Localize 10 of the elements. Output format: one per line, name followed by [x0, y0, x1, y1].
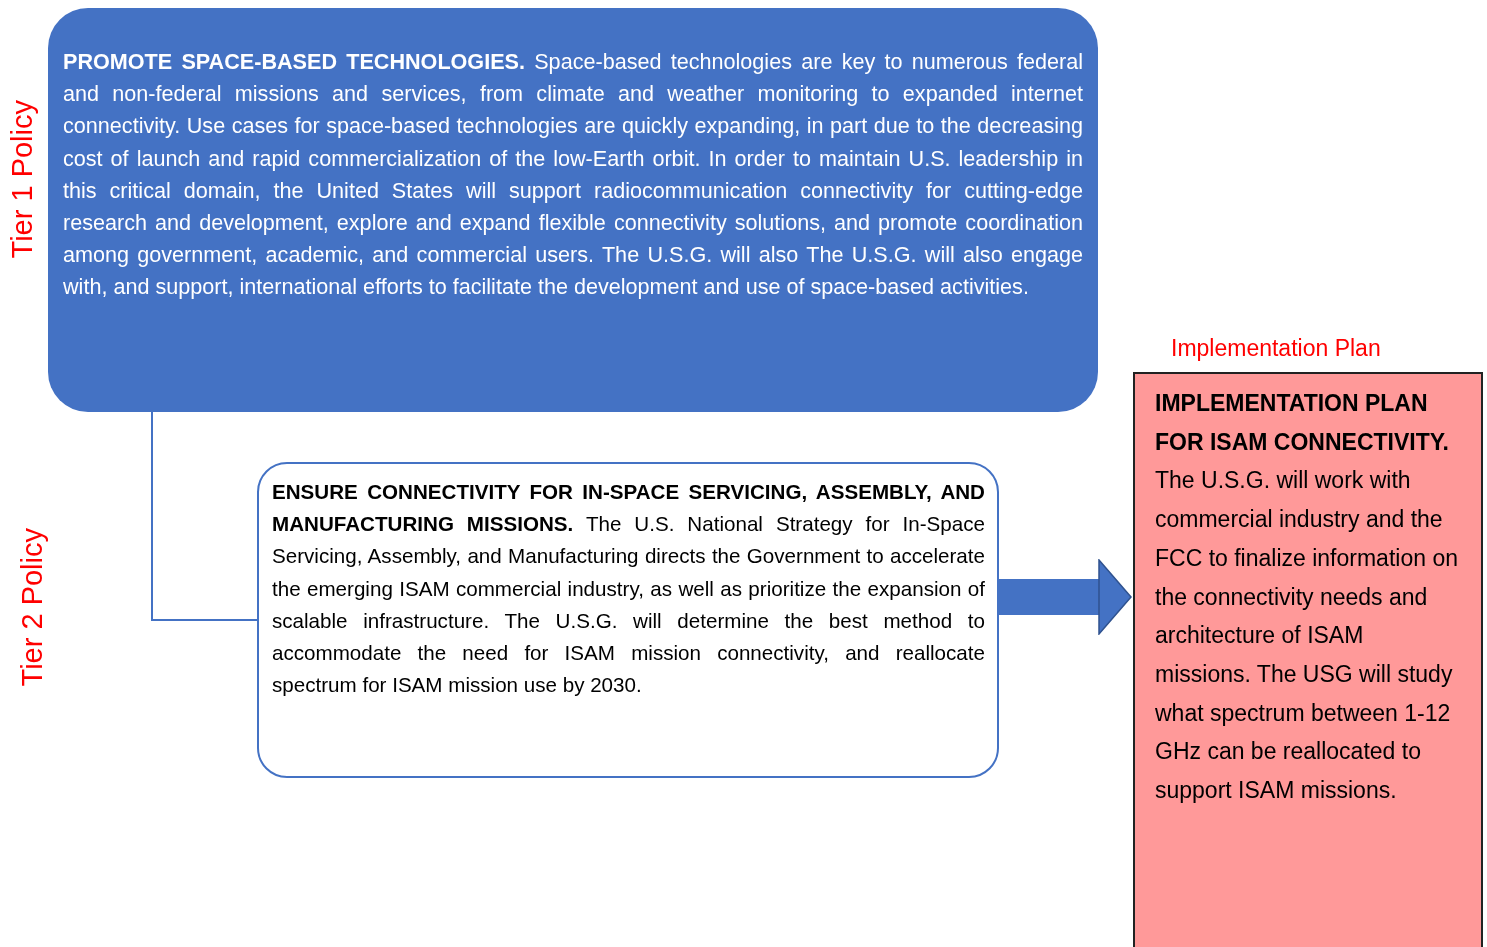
tier-label: Tier 1 Policy [6, 100, 39, 259]
tier-label: Tier 2 Policy [16, 528, 49, 687]
plan-heading: Implementation Plan [1170, 334, 1382, 363]
plan-text: IMPLEMENTATION PLAN FOR ISAM CONNECTIVITY. The U.S.G. will work with commercial industry and the FCC to finalize information on the connectivity needs and architecture of ISAM missions. The USG will study what spectrum between 1-12 GHz can be reallocated to support ISAM missions. [1155, 389, 1459, 806]
block-arrow [999, 559, 1132, 635]
policy-text: ENSURE CONNECTIVITY FOR IN-SPACE SERVICING, ASSEMBLY, AND MANUFACTURING MISSIONS. The U.S. National Strategy for In-Space Servicing, Assembly, and Manufacturing directs the Government to accelerate the emerging ISAM commercial industry, as well as prioritize the expansion of scalable infrastructure. The U.S.G. will determine the best method to accommodate the need for ISAM mission connectivity, and reallocate spectrum for ISAM mission use by 2030. [272, 479, 985, 699]
policy-box [48, 8, 1098, 412]
policy-box [257, 462, 999, 778]
connector-line [151, 411, 258, 621]
policy-text: PROMOTE SPACE-BASED TECHNOLOGIES. Space-based technologies are key to numerous federal and non-federal missions and services, from climate and weather monitoring to expanded internet connectivity. Use cases for space-based technologies are quickly expanding, in part due to the decreasing cost of launch and rapid commercialization of the low-Earth orbit. In order to maintain U.S. leadership in this critical domain, the United States will support radiocommunication connectivity for cutting-edge research and development, explore and expand flexible connectivity solutions, and promote coordination among government, academic, and commercial users. The U.S.G. will also The U.S.G. will also engage with, and support, international efforts to facilitate the development and use of space-based activities. [63, 48, 1083, 302]
